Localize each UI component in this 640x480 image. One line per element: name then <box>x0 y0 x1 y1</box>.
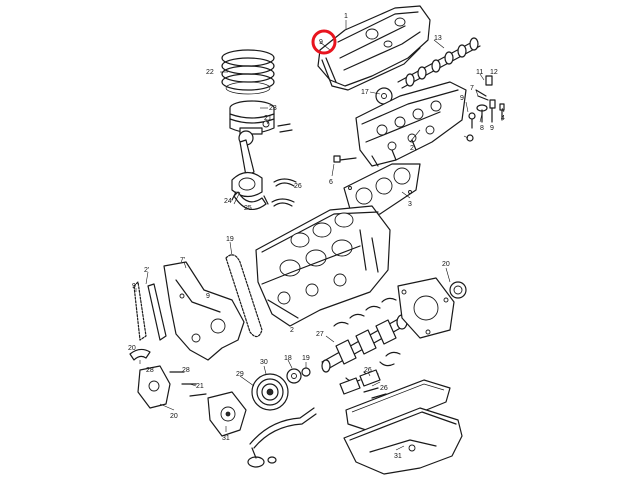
callout-19-crank: 19 <box>302 355 310 362</box>
callout-26-main: 26 <box>364 367 372 374</box>
pickup-gasket <box>267 456 277 464</box>
callout-19: 19 <box>226 236 234 243</box>
connecting-rod <box>231 130 263 198</box>
callout-7prime: 7' <box>180 257 185 264</box>
callout-20-bottom: 20 <box>170 413 178 420</box>
rear-main-seal <box>449 281 467 299</box>
callout-2prime: 2' <box>144 267 149 274</box>
callout-20-tensioner: 20 <box>128 345 136 352</box>
callout-29: 29 <box>236 371 244 378</box>
callout-7: 7 <box>470 85 474 92</box>
callout-6: 6 <box>329 179 333 186</box>
piston <box>229 100 275 134</box>
callout-9-top: 9 <box>319 39 323 46</box>
valve-train-parts <box>466 75 505 142</box>
callout-12: 12 <box>490 69 498 76</box>
callout-9-right: 9 <box>460 95 464 102</box>
callout-3: 3 <box>408 201 412 208</box>
callout-1: 1 <box>344 13 348 20</box>
oil-pump <box>137 365 207 409</box>
timing-chain-left <box>133 281 147 341</box>
oil-pickup-tube <box>247 407 317 468</box>
main-bearing-caps <box>339 369 387 399</box>
callout-28-left: 28 <box>146 367 154 374</box>
engine-block <box>255 205 391 327</box>
callout-8: 8 <box>480 125 484 132</box>
crankshaft <box>321 314 408 373</box>
callout-11: 11 <box>476 69 483 76</box>
water-pump <box>207 391 247 437</box>
callout-31-pan: 31 <box>394 453 402 460</box>
callout-25: 25 <box>244 205 252 212</box>
callout-23: 23 <box>269 105 277 112</box>
callout-9-far: 9 <box>490 125 494 132</box>
callout-2-head: 2 <box>410 145 414 152</box>
piston-rings <box>221 49 275 95</box>
crank-sprocket <box>286 367 311 384</box>
callout-28-mid: 28 <box>182 367 190 374</box>
head-bolt <box>333 155 357 163</box>
callout-27: 27 <box>316 331 324 338</box>
timing-cover <box>163 261 245 361</box>
callout-20-seal: 20 <box>442 261 450 268</box>
callout-18: 18 <box>284 355 292 362</box>
callout-31-pump: 31 <box>222 435 230 442</box>
camshaft <box>397 37 481 89</box>
callout-21: 21 <box>264 115 272 122</box>
timing-chain-right <box>225 254 263 338</box>
callout-26-cap: 26 <box>380 385 388 392</box>
callout-2-block: 2 <box>290 327 294 334</box>
callout-9-chain: 9 <box>132 283 136 290</box>
rod-cap <box>231 191 269 211</box>
callout-labels: 1 9 13 17 11 12 7 9 8 9 4 2 6 3 22 23 21… <box>128 13 505 460</box>
rod-bearings <box>271 178 297 207</box>
callout-24: 24 <box>224 198 232 205</box>
callout-30: 30 <box>260 359 268 366</box>
valve-cover-gasket <box>321 47 421 91</box>
callout-26-rod: 26 <box>294 183 302 190</box>
oil-pan-gasket <box>345 379 451 433</box>
cylinder-head <box>355 81 467 167</box>
rear-seal-retainer <box>397 277 455 339</box>
callout-4: 4 <box>501 115 505 122</box>
callout-9-guide: 9 <box>206 293 210 300</box>
highlight-circle <box>311 29 337 55</box>
callout-21-front: 21 <box>196 383 204 390</box>
head-gasket <box>343 163 421 217</box>
leader-lines <box>135 20 505 451</box>
valve-cover <box>317 5 431 87</box>
callout-22: 22 <box>206 69 214 76</box>
chain-guide <box>147 283 167 341</box>
oil-pan <box>343 407 463 475</box>
callout-17: 17 <box>361 89 369 96</box>
callout-13: 13 <box>434 35 442 42</box>
chain-tensioner <box>129 348 151 361</box>
crank-pulley <box>251 373 289 411</box>
